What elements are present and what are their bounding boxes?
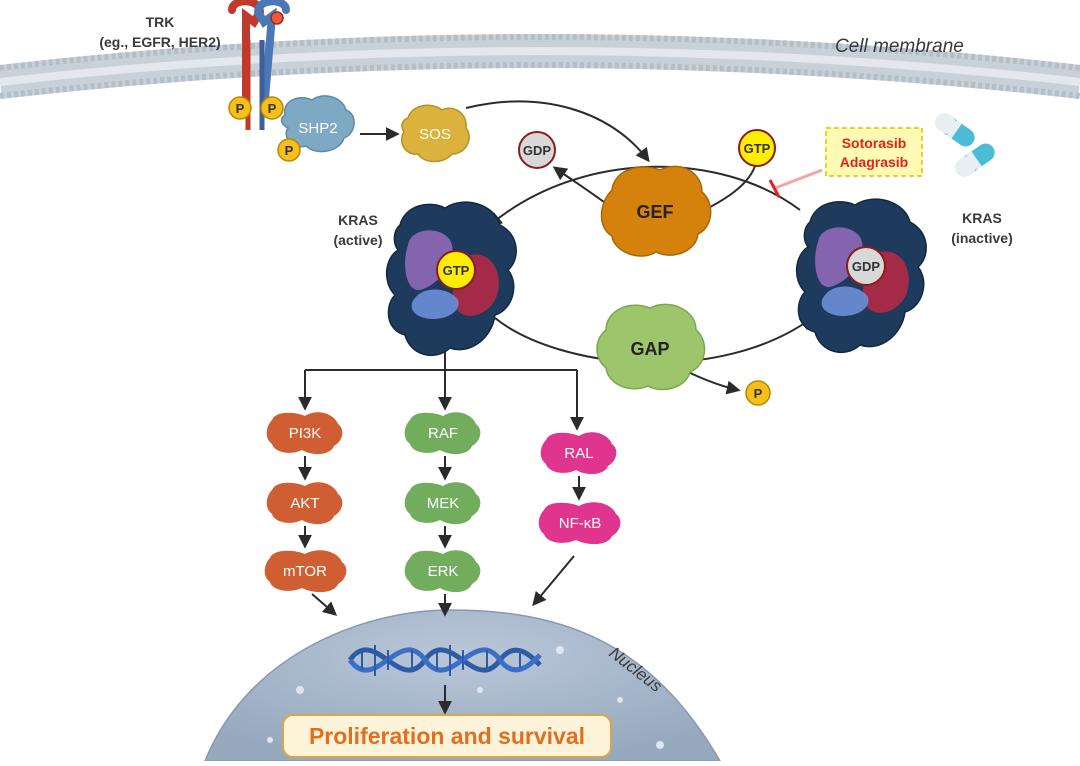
gtp-active-icon: GTP <box>436 250 476 290</box>
sos-to-gef-arrow <box>465 100 650 163</box>
gef-protein: GEF <box>600 165 712 257</box>
drug-adagrasib: Adagrasib <box>840 154 908 170</box>
branch-connector <box>298 352 584 431</box>
mtor-to-nucleus-arrow <box>311 593 338 616</box>
dna-icon <box>347 645 542 676</box>
svg-text:GDP: GDP <box>523 143 552 158</box>
gap-label: GAP <box>630 339 669 359</box>
svg-text:RAL: RAL <box>564 445 593 462</box>
cell-membrane <box>0 34 1080 99</box>
pathway-node: MEK <box>404 482 481 525</box>
shp2-label: SHP2 <box>298 120 337 137</box>
gef-label: GEF <box>636 202 673 222</box>
gap-protein: GAP <box>596 303 706 391</box>
svg-text:RAF: RAF <box>428 425 458 442</box>
svg-text:P: P <box>285 143 294 158</box>
gdp-released-icon: GDP <box>518 131 556 169</box>
kras-active-state: (active) <box>333 232 382 248</box>
drug-sotorasib: Sotorasib <box>842 135 907 151</box>
kras-active-name: KRAS <box>338 212 378 228</box>
pathway-node: mTOR <box>264 550 347 593</box>
pathway-node: ERK <box>404 550 481 593</box>
pathway-pi3k: PI3K AKT mTOR <box>264 412 347 593</box>
pathway-raf: RAF MEK ERK <box>404 412 481 593</box>
downstream-pathways: PI3K AKT mTOR RAF MEK <box>264 412 621 593</box>
svg-text:GTP: GTP <box>744 141 771 156</box>
svg-text:AKT: AKT <box>290 495 319 512</box>
shp2-protein: SHP2 <box>280 95 355 153</box>
nfkb-to-nucleus-arrow <box>532 555 575 607</box>
kras-inactive-name: KRAS <box>962 210 1002 226</box>
pathway-ral: RAL NF-κB <box>538 432 621 545</box>
sos-protein: SOS <box>400 104 470 163</box>
svg-text:MEK: MEK <box>427 495 460 512</box>
phosphate-release-arrow <box>687 371 741 395</box>
kras-inactive-state: (inactive) <box>951 230 1012 246</box>
outcome-label: Proliferation and survival <box>309 723 585 749</box>
phosphate-icon: P <box>228 96 252 120</box>
pathway-node: NF-κB <box>538 502 621 545</box>
pathway-node: AKT <box>266 482 343 525</box>
pathway-node: RAF <box>404 412 481 455</box>
trk-title: TRK <box>146 14 175 30</box>
gdp-inactive-icon: GDP <box>846 246 886 286</box>
phosphate-icon: P <box>745 380 771 406</box>
gtp-loaded-icon: GTP <box>738 129 776 167</box>
svg-text:GDP: GDP <box>852 259 881 274</box>
svg-text:mTOR: mTOR <box>283 563 327 580</box>
trk-examples: (eg., EGFR, HER2) <box>99 34 220 50</box>
phosphate-icon: P <box>260 96 284 120</box>
pathway-node: PI3K <box>266 412 343 455</box>
pill-icon <box>935 113 995 177</box>
svg-text:P: P <box>754 386 763 401</box>
cell-membrane-label: Cell membrane <box>835 36 964 57</box>
outcome-box: Proliferation and survival <box>282 714 612 758</box>
svg-text:P: P <box>268 101 277 116</box>
svg-text:ERK: ERK <box>428 563 459 580</box>
phosphate-icon: P <box>277 138 301 162</box>
inhibition-line <box>768 168 823 198</box>
svg-text:GTP: GTP <box>443 263 470 278</box>
inhibitor-box: Sotorasib Adagrasib <box>825 127 923 177</box>
svg-text:PI3K: PI3K <box>289 425 322 442</box>
pathway-node: RAL <box>540 432 617 475</box>
svg-text:NF-κB: NF-κB <box>559 515 602 532</box>
svg-text:P: P <box>236 101 245 116</box>
sos-label: SOS <box>419 126 451 143</box>
